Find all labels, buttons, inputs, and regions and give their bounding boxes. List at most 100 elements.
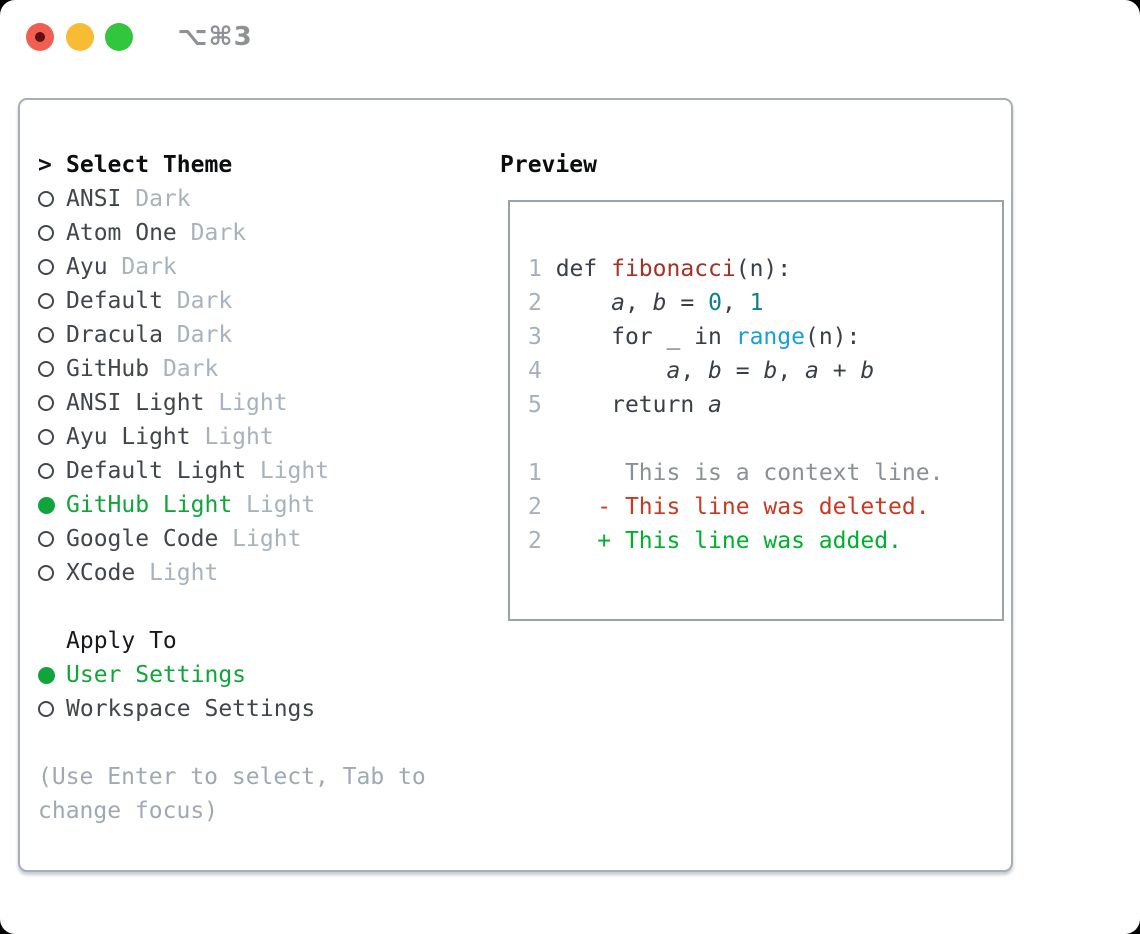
theme-option[interactable]: ANSI Light Light — [38, 386, 426, 420]
close-button[interactable] — [26, 23, 54, 51]
theme-option[interactable]: XCode Light — [38, 556, 426, 590]
marker-slot — [38, 463, 66, 479]
theme-name: XCode — [66, 560, 136, 586]
preview-line: 2 + This line was added. — [528, 524, 1002, 558]
theme-name: GitHub Light — [66, 492, 233, 518]
token-code: , — [680, 358, 709, 384]
token-var: b — [763, 358, 778, 384]
theme-name: Google Code — [66, 526, 219, 552]
token-code — [542, 290, 611, 316]
radio-unselected-icon — [38, 429, 54, 445]
theme-name: Dracula — [66, 322, 163, 348]
theme-option[interactable]: Google Code Light — [38, 522, 426, 556]
preview-line: 2 - This line was deleted. — [528, 490, 1002, 524]
token-ln: 4 — [528, 358, 542, 384]
page-title: Select Theme — [66, 152, 233, 178]
preview-line: 4 a, b = b, a + b — [528, 354, 1002, 388]
minimize-button[interactable] — [65, 23, 94, 51]
theme-variant: Dark — [149, 356, 219, 382]
token-code — [542, 528, 597, 554]
token-code: , — [777, 358, 806, 384]
hint-line-1: (Use Enter to select, Tab to — [38, 764, 426, 790]
theme-variant: Dark — [107, 254, 177, 280]
marker-slot — [38, 531, 66, 547]
radio-unselected-icon — [38, 259, 54, 275]
theme-variant: Light — [190, 424, 274, 450]
radio-unselected-icon — [38, 565, 54, 581]
theme-option[interactable]: Ayu Dark — [38, 250, 426, 284]
marker-slot — [38, 429, 66, 445]
theme-option[interactable]: Default Light Light — [38, 454, 426, 488]
theme-name: Ayu Light — [66, 424, 191, 450]
token-ln: 3 — [528, 324, 542, 350]
theme-variant: Dark — [121, 186, 191, 212]
token-var: b — [860, 358, 875, 384]
token-ctx: This is a context line. — [624, 460, 944, 486]
theme-variant: Dark — [176, 220, 247, 246]
preview-line — [528, 422, 1002, 456]
marker-slot — [38, 327, 66, 343]
theme-name: GitHub — [66, 356, 150, 382]
marker-slot — [38, 565, 66, 581]
marker-slot — [38, 496, 66, 514]
preview-line — [528, 558, 1002, 592]
token-var: b — [652, 290, 667, 316]
apply-to-label: User Settings — [66, 662, 247, 688]
theme-name: Atom One — [66, 220, 177, 246]
theme-option[interactable]: Dracula Dark — [38, 318, 426, 352]
token-var: a — [611, 290, 625, 316]
marker-slot — [38, 191, 66, 207]
theme-variant: Light — [246, 458, 330, 484]
radio-unselected-icon — [38, 361, 54, 377]
cursor-icon: > — [38, 152, 52, 178]
apply-to-option[interactable]: User Settings — [38, 658, 426, 692]
token-ln: 1 — [528, 256, 542, 282]
spacer — [38, 590, 426, 624]
token-code: , — [721, 290, 750, 316]
radio-unselected-icon — [38, 225, 54, 241]
theme-option[interactable]: Ayu Light Light — [38, 420, 426, 454]
token-code: for _ in — [541, 324, 736, 350]
token-code: (n): — [735, 256, 792, 282]
token-var: a — [805, 358, 819, 384]
preview-line: 2 a, b = 0, 1 — [528, 286, 1002, 320]
theme-option[interactable]: Default Dark — [38, 284, 426, 318]
marker-slot — [38, 259, 66, 275]
token-code: def — [541, 256, 612, 282]
theme-option[interactable]: Atom One Dark — [38, 216, 426, 250]
token-code: return — [541, 392, 709, 418]
token-add: + This line was added. — [597, 528, 902, 554]
apply-to-title: Apply To — [66, 628, 177, 654]
token-ln: 5 — [528, 392, 542, 418]
token-code — [542, 358, 667, 384]
radio-unselected-icon — [38, 395, 54, 411]
select-theme-header-row: > Select Theme — [38, 148, 426, 182]
theme-option[interactable]: GitHub Dark — [38, 352, 426, 386]
token-code — [542, 494, 597, 520]
token-ln: 2 — [528, 290, 542, 316]
marker-slot — [38, 701, 66, 717]
maximize-button[interactable] — [105, 23, 133, 51]
token-ln: 2 — [528, 528, 542, 554]
theme-name: Default — [66, 288, 163, 314]
preview-line: 3 for _ in range(n): — [528, 320, 1002, 354]
theme-name: Default Light — [66, 458, 247, 484]
radio-unselected-icon — [38, 327, 54, 343]
theme-variant: Light — [232, 492, 316, 518]
preview-line — [528, 218, 1002, 252]
preview-line: 5 return a — [528, 388, 1002, 422]
apply-to-header-row: Apply To — [38, 624, 426, 658]
marker-slot — [38, 225, 66, 241]
theme-option[interactable]: GitHub Light Light — [38, 488, 426, 522]
marker-slot — [38, 666, 66, 684]
apply-to-option[interactable]: Workspace Settings — [38, 692, 426, 726]
token-code: , — [624, 290, 653, 316]
theme-variant: Light — [218, 526, 302, 552]
theme-variant: Dark — [162, 322, 233, 348]
token-code: = — [721, 358, 764, 384]
theme-option[interactable]: ANSI Dark — [38, 182, 426, 216]
